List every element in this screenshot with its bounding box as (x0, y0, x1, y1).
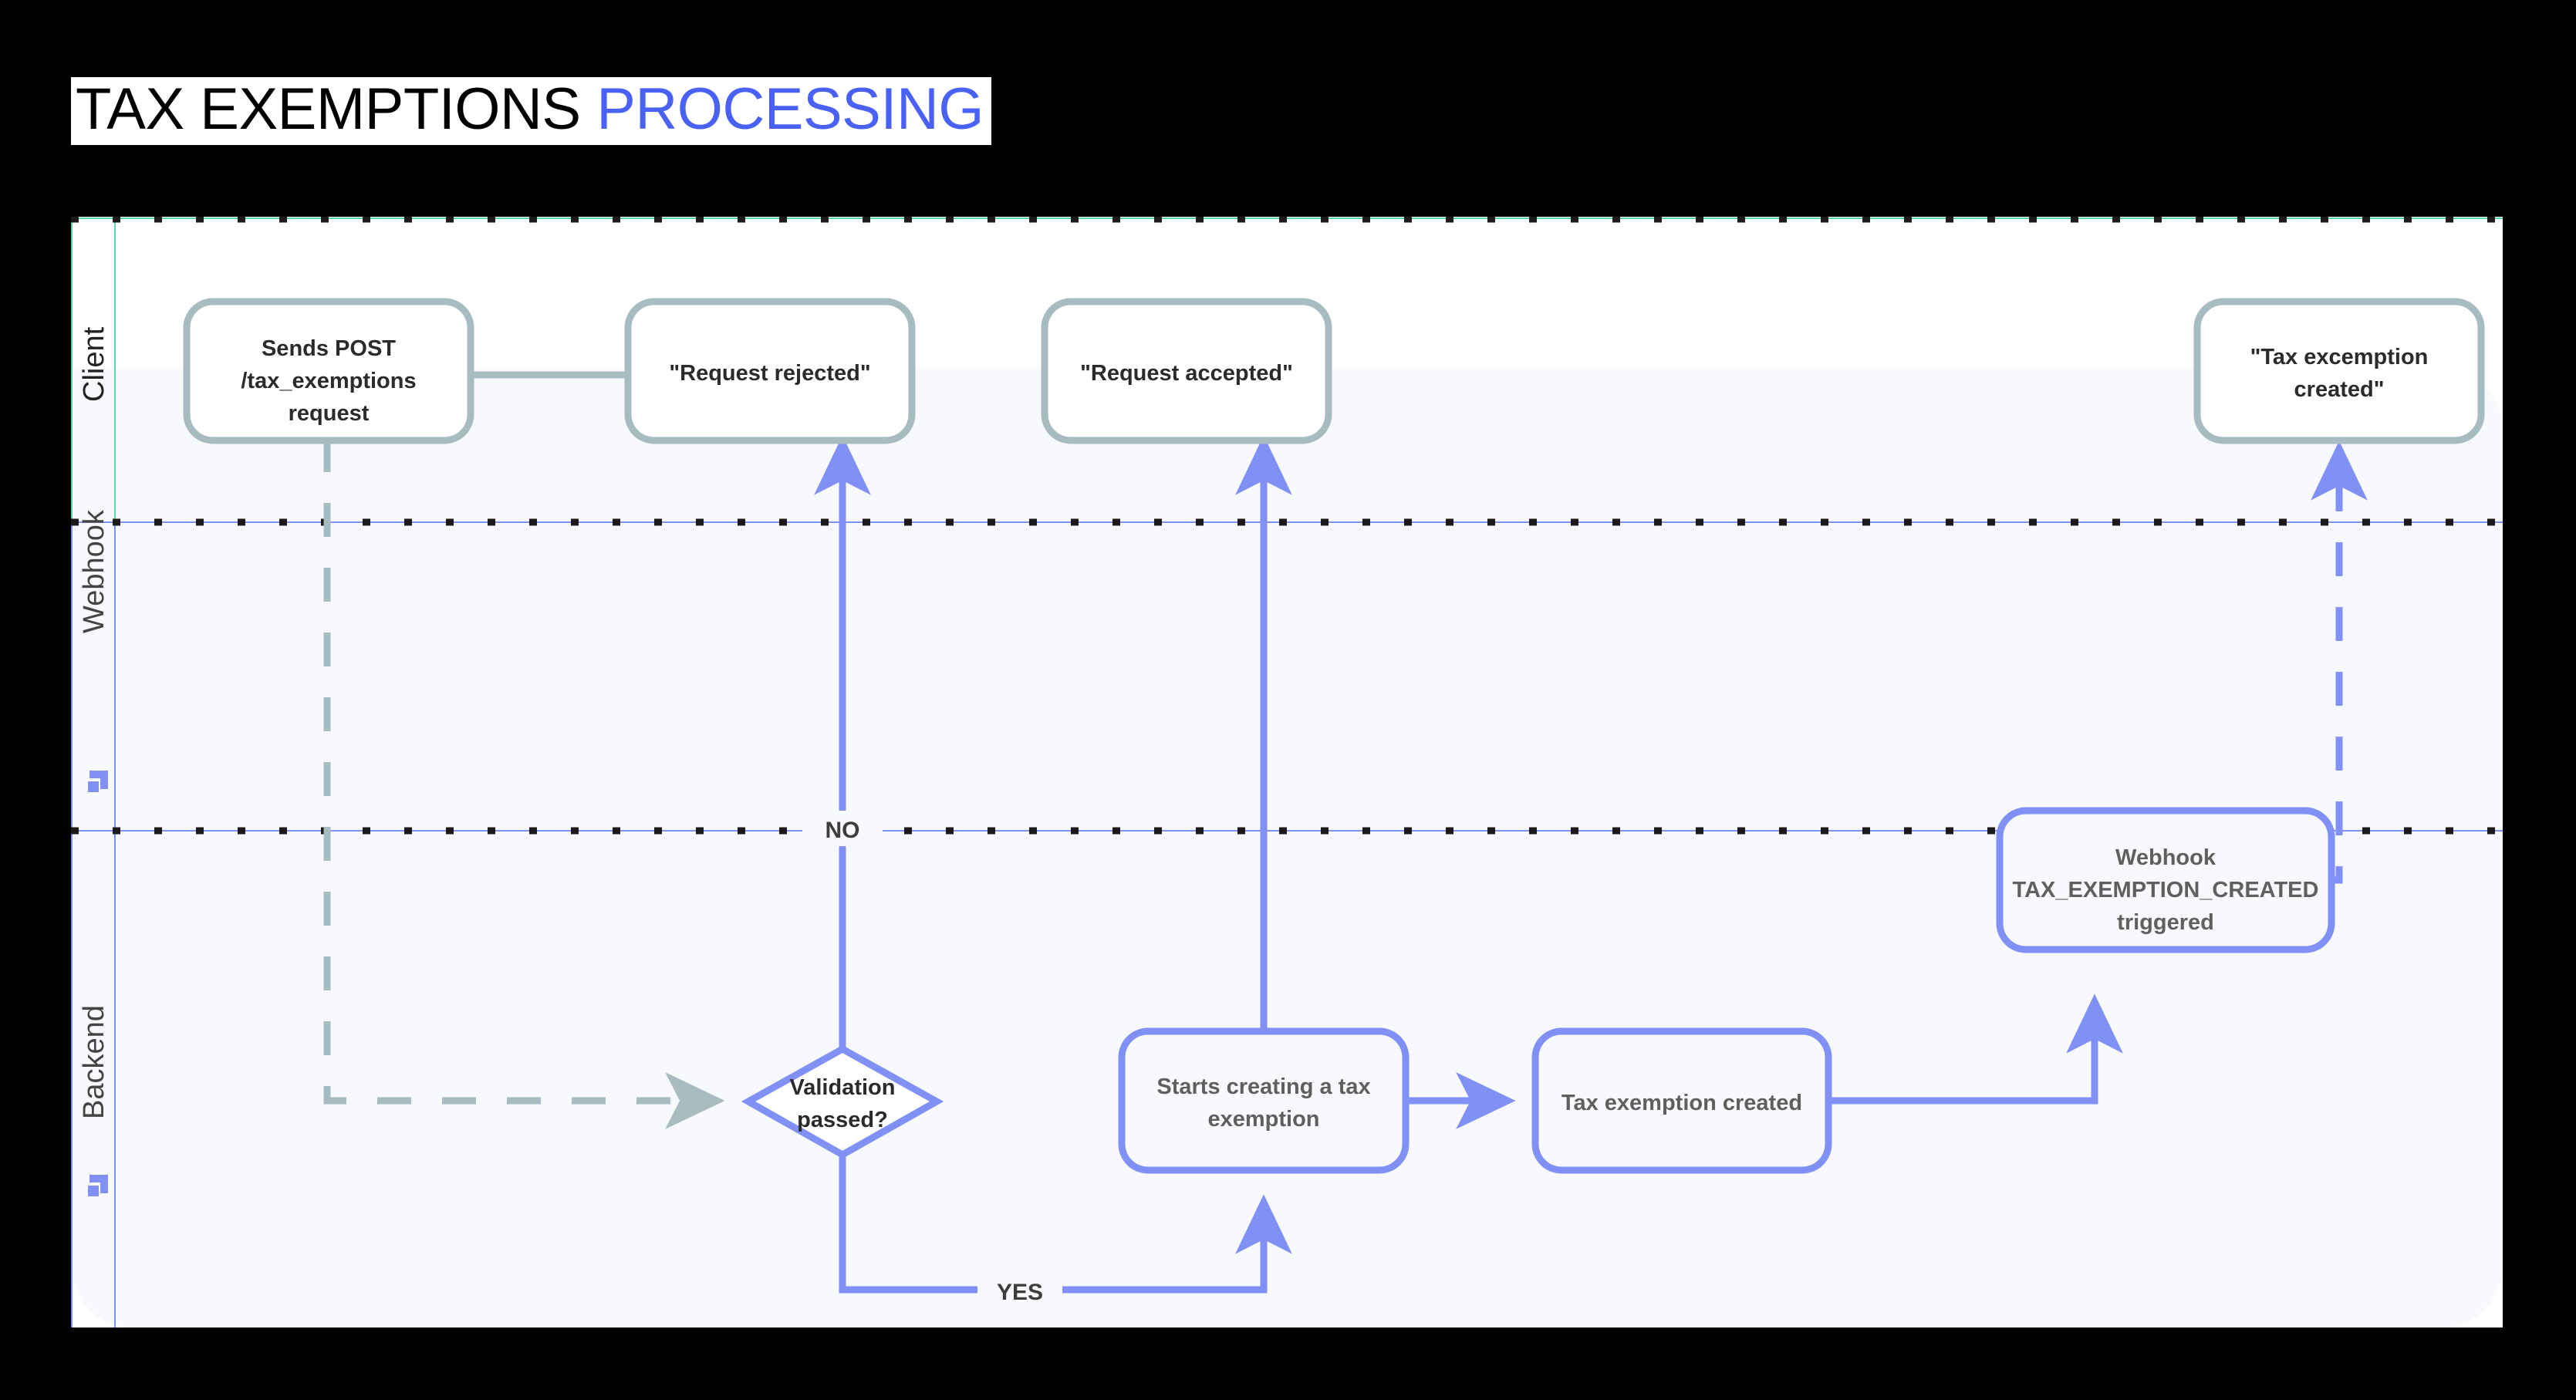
page-title: TAX EXEMPTIONS PROCESSING (71, 77, 991, 145)
flowchart-canvas: Client Webhook Backend (71, 217, 2503, 1327)
node-validation-passed-line-2: passed? (797, 1108, 888, 1132)
page-title-part1: TAX EXEMPTIONS (76, 76, 597, 142)
lane-title-webhook-label: Webhook (78, 509, 110, 633)
node-tax-exemption-created-label: Tax exemption created (1561, 1091, 1802, 1115)
node-sends-post[interactable]: Sends POST /tax_exemptions request (183, 298, 474, 444)
node-webhook-triggered-line-2: TAX_EXEMPTION_CREATED (2013, 878, 2319, 902)
edge-post-to-validation (323, 438, 725, 1129)
node-sends-post-line-1: Sends POST (262, 336, 396, 361)
lane-title-backend: Backend (78, 1005, 110, 1196)
node-validation-passed-line-1: Validation (790, 1075, 896, 1100)
square-logo-icon (88, 771, 108, 792)
node-tax-exemption-created[interactable]: Tax exemption created (1531, 1027, 1832, 1174)
edge-label-no: NO (825, 818, 860, 843)
node-starts-creating[interactable]: Starts creating a tax exemption (1118, 1027, 1410, 1174)
node-starts-creating-line-2: exemption (1207, 1107, 1319, 1132)
lane-label-column (71, 217, 116, 1327)
lane-title-client-label: Client (78, 326, 110, 402)
node-validation-passed[interactable]: Validation passed? (741, 1044, 944, 1159)
lane-title-backend-label: Backend (78, 1005, 110, 1119)
edge-validation-yes: YES (839, 1155, 1292, 1307)
node-webhook-triggered-line-1: Webhook (2115, 845, 2216, 870)
node-starts-creating-line-1: Starts creating a tax (1156, 1074, 1370, 1099)
node-request-rejected[interactable]: "Request rejected" (624, 298, 916, 444)
node-request-rejected-label: "Request rejected" (669, 361, 870, 386)
lane-title-webhook: Webhook (78, 509, 110, 792)
lane-title-client: Client (78, 326, 110, 402)
node-sends-post-line-2: /tax_exemptions (241, 369, 416, 393)
node-webhook-triggered-line-3: triggered (2117, 910, 2214, 935)
edge-label-yes: YES (997, 1280, 1043, 1305)
node-sends-post-line-3: request (289, 401, 370, 426)
square-logo-icon (88, 1175, 108, 1196)
node-webhook-triggered[interactable]: Webhook TAX_EXEMPTION_CREATED triggered (1996, 807, 2335, 953)
node-tax-excemption-created-client[interactable]: "Tax excemption created" (2193, 298, 2485, 444)
node-request-accepted[interactable]: "Request accepted" (1041, 298, 1332, 444)
edge-validation-no: NO (802, 435, 883, 1049)
node-request-accepted-label: "Request accepted" (1080, 361, 1293, 386)
edge-webhook-to-client (2189, 440, 2368, 884)
node-tax-excemption-created-client-line-2: created" (2294, 377, 2385, 402)
node-tax-excemption-created-client-line-1: "Tax excemption (2250, 345, 2429, 369)
page-title-part2: PROCESSING (596, 76, 984, 142)
